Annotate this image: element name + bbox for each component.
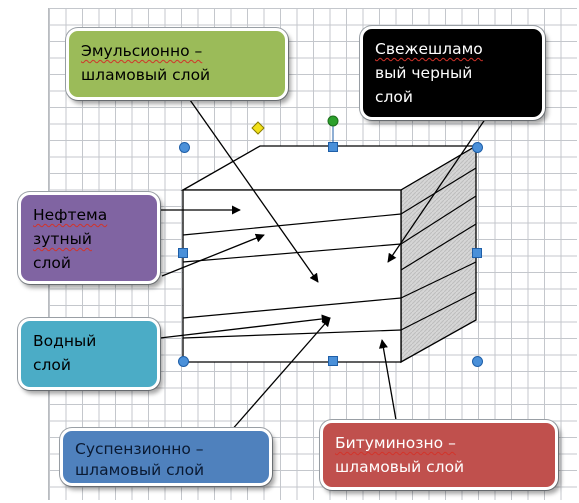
callout-emulsion[interactable]: Эмульсионно – шламовый слой (66, 28, 288, 100)
callout-fresh-sludge-line-3: слой (375, 88, 413, 107)
callout-fresh-sludge[interactable]: Свежешламо вый черный слой (360, 26, 545, 120)
callout-suspension-line-2: шламовый слой (75, 460, 205, 479)
selection-handle-bottom-middle[interactable] (328, 356, 338, 366)
callout-bitumen-line-2: шламовый слой (335, 458, 465, 477)
callout-water-line-1: Водный (33, 332, 97, 350)
selection-handle-bottom-left[interactable] (178, 356, 189, 367)
selection-handle-middle-left[interactable] (178, 248, 188, 258)
callout-emulsion-line-1: Эмульсионно – (81, 42, 203, 60)
callout-suspension[interactable]: Суспензионно – шламовый слой (60, 428, 272, 486)
selection-handle-top-left[interactable] (179, 142, 190, 153)
callout-fresh-sludge-line-1: Свежешламо (375, 40, 483, 58)
adjustment-handle-icon[interactable] (251, 121, 265, 135)
callout-bitumen[interactable]: Битуминозно – шламовый слой (320, 420, 558, 490)
callout-oil-saturated[interactable]: Нефтема зутный слой (18, 192, 160, 284)
callout-water-line-2: слой (33, 356, 71, 375)
callout-fresh-sludge-line-2: вый черный (375, 64, 473, 83)
selection-handle-middle-right[interactable] (472, 248, 482, 258)
callout-emulsion-line-2: шламовый слой (81, 66, 211, 85)
pointer-arrows (159, 99, 491, 433)
cube-front-face (182, 189, 402, 363)
callout-suspension-line-1: Суспензионно – (75, 440, 204, 458)
selection-handle-top-right[interactable] (472, 142, 483, 153)
selection-handle-bottom-right[interactable] (472, 356, 483, 367)
side-layer-lines (400, 167, 477, 331)
callout-water[interactable]: Водный слой (18, 318, 160, 390)
callout-oil-saturated-line-1: Нефтема (33, 206, 108, 224)
callout-bitumen-line-1: Битуминозно – (335, 434, 456, 452)
callout-oil-saturated-line-2: зутный (33, 230, 92, 249)
selection-handle-top-middle[interactable] (328, 142, 338, 152)
callout-oil-saturated-line-3: слой (33, 254, 71, 273)
rotation-handle-icon[interactable] (327, 115, 339, 127)
front-layer-lines (182, 213, 402, 339)
